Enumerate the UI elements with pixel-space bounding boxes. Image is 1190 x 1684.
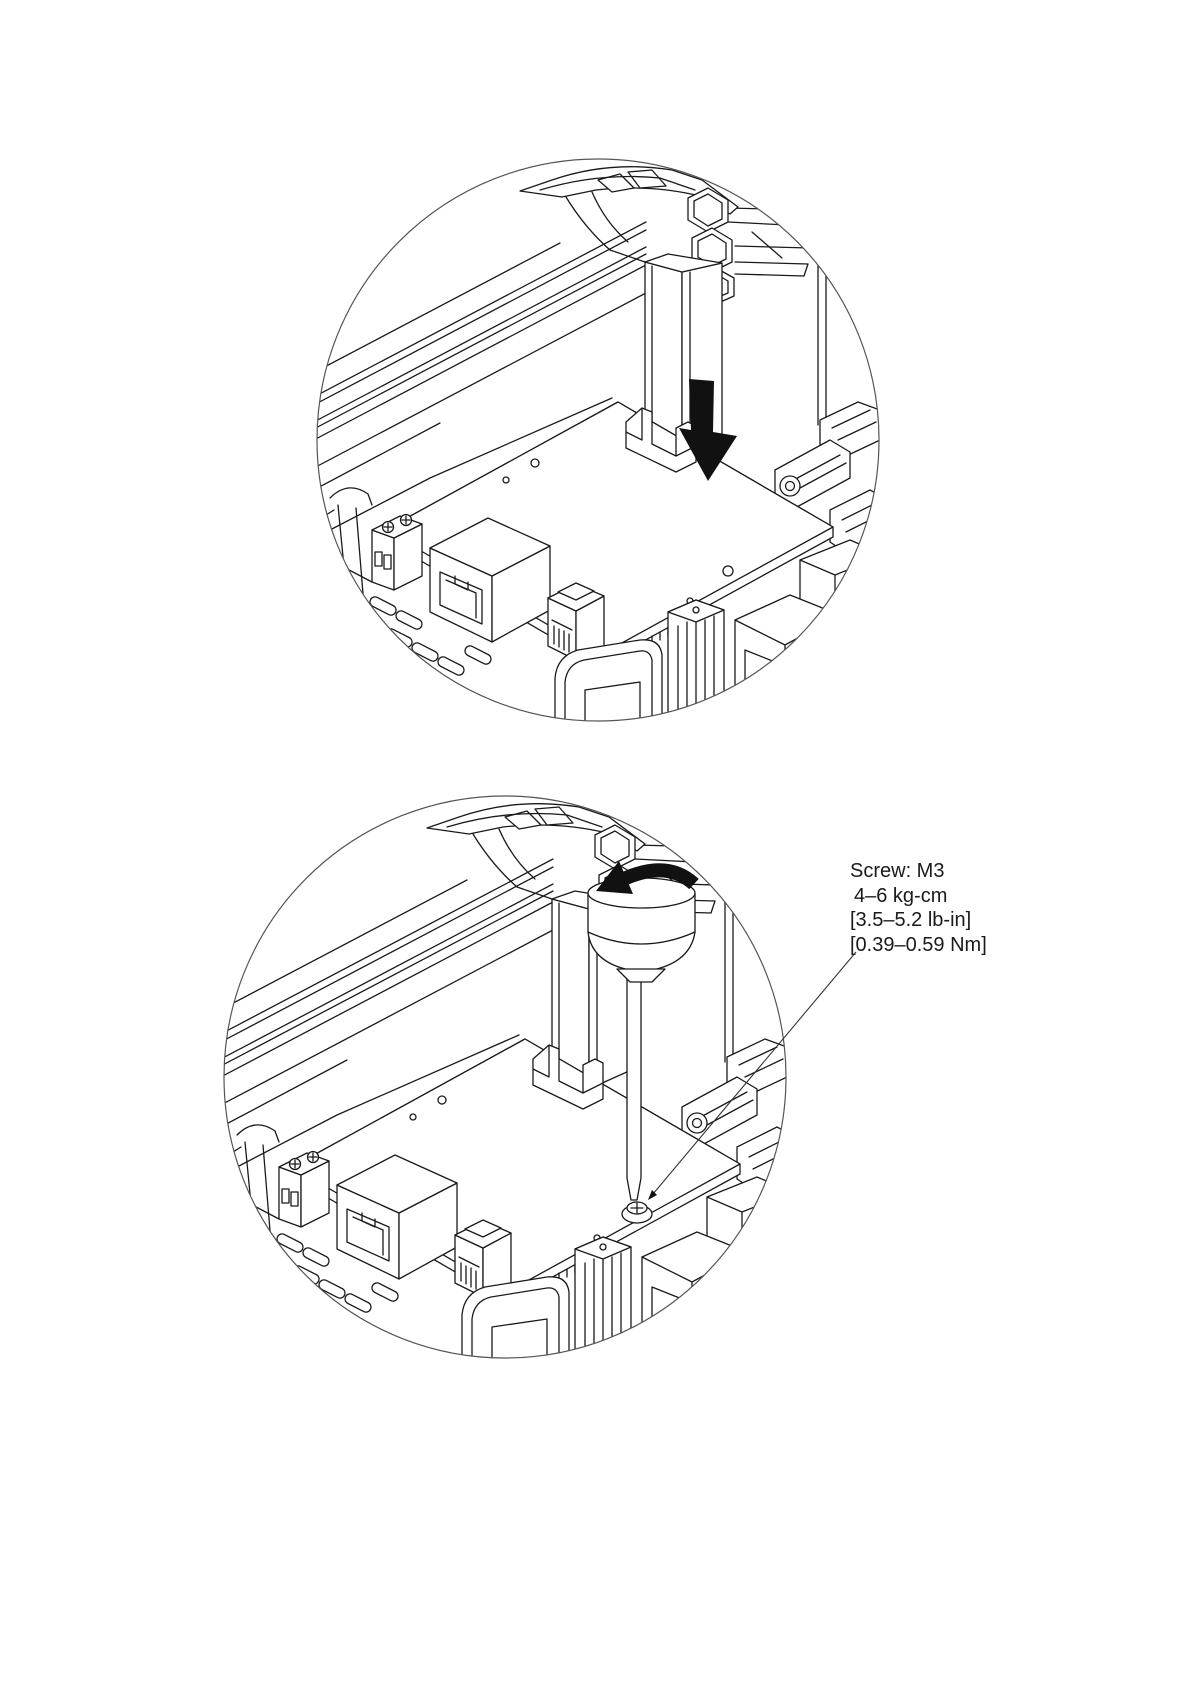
callout-torque-nm: [0.39–0.59 Nm] [850,933,987,958]
screw-hole [723,566,733,576]
board-hole [531,459,539,467]
screwdriver-shaft [627,968,641,1200]
step2-scene [217,787,797,1367]
callout-torque-kgcm: 4–6 kg-cm [850,884,987,909]
ribbed-post [668,600,724,728]
torque-callout: Screw: M3 4–6 kg-cm [3.5–5.2 lb-in] [0.3… [850,859,987,957]
front-housing-frame [555,640,662,728]
callout-torque-lbin: [3.5–5.2 lb-in] [850,908,987,933]
board-hole [503,477,509,483]
step1-scene [310,150,890,730]
terminal-block [372,515,422,591]
callout-screw-size: Screw: M3 [850,859,987,884]
